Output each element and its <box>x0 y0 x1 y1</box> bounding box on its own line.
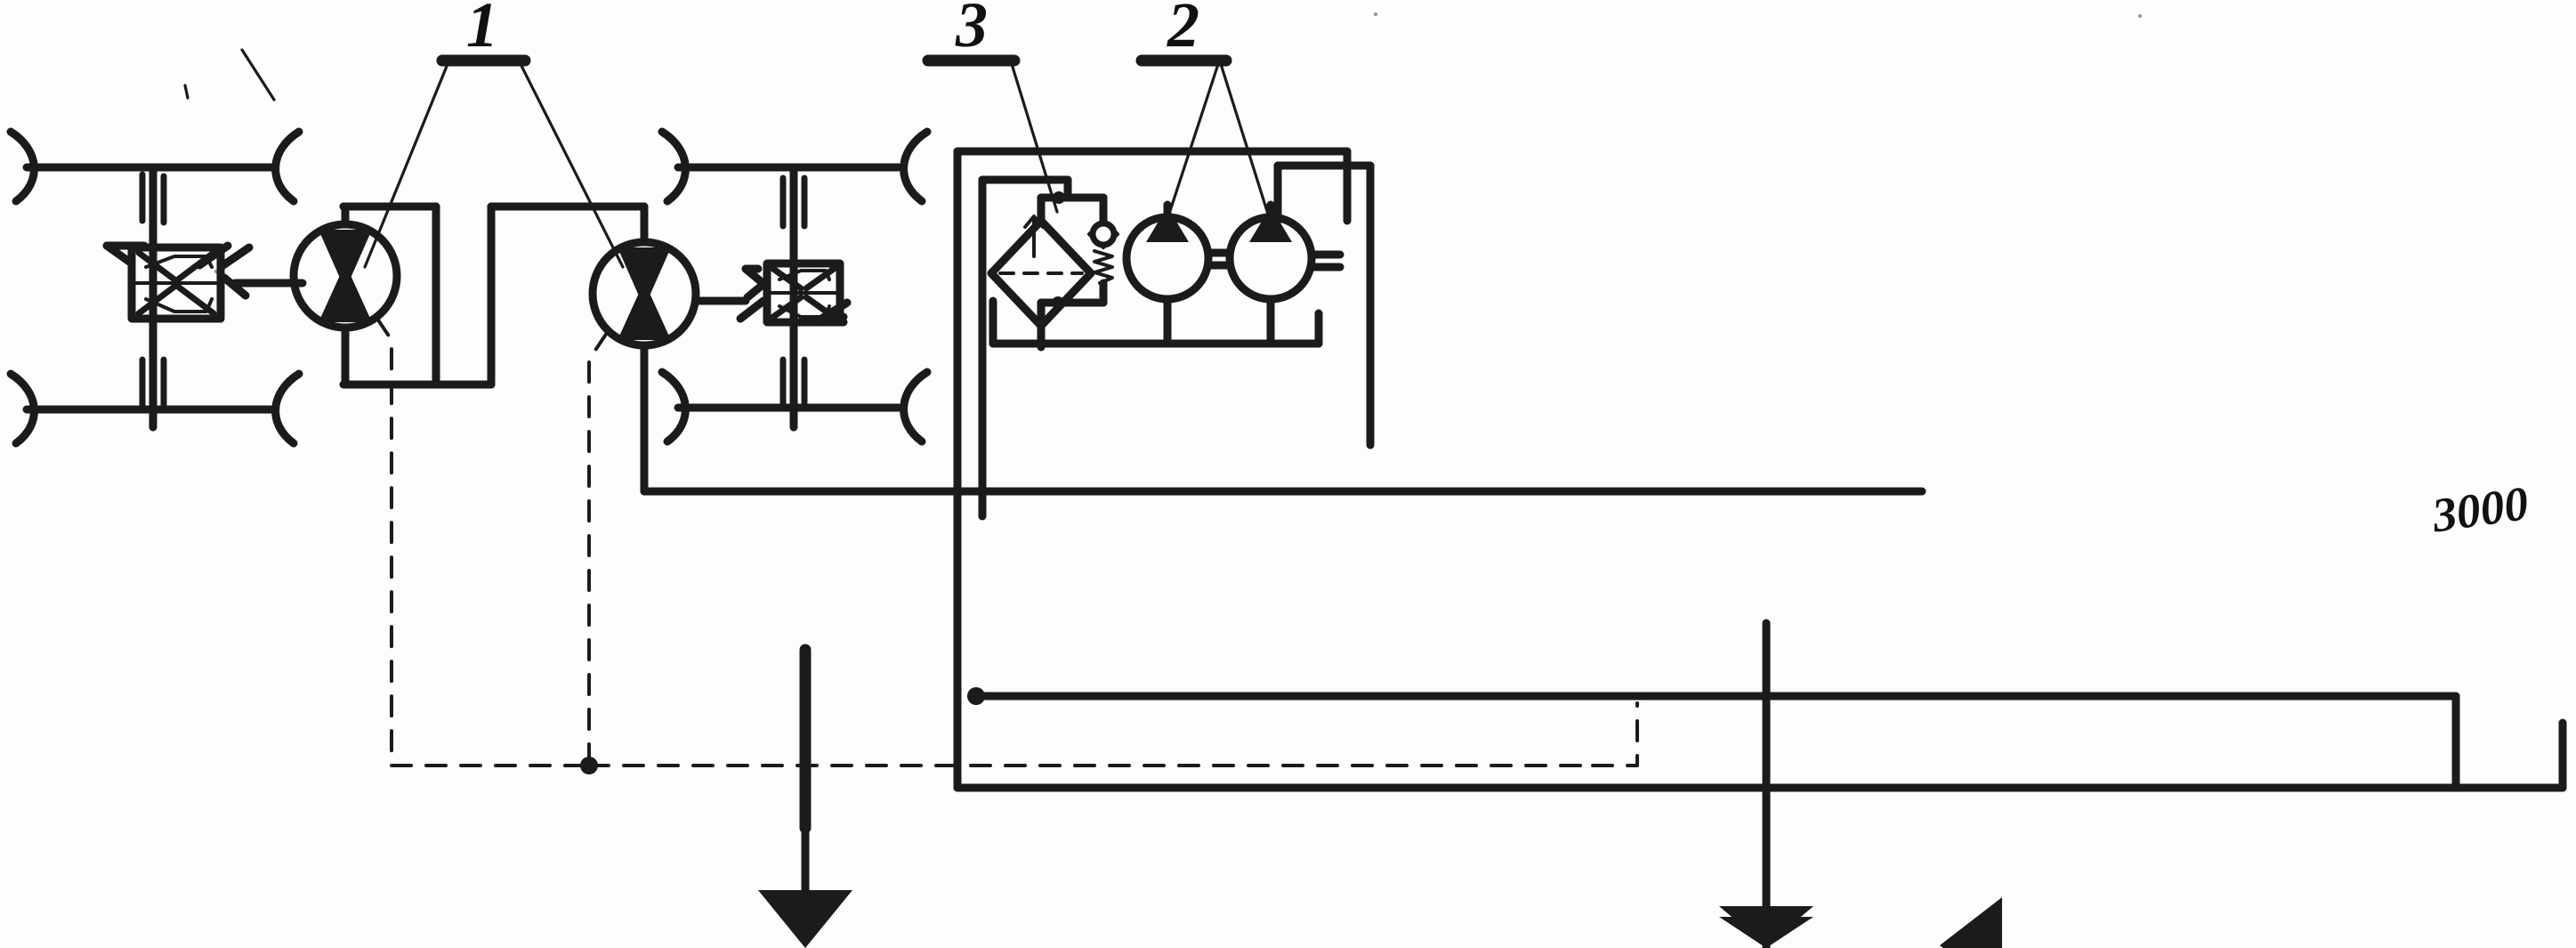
rear-axle-assembly <box>658 127 932 446</box>
rear-axle-upper <box>658 127 932 230</box>
pilot-drain-lines <box>375 317 1639 774</box>
main-pump <box>1225 200 1316 341</box>
pump-drive-shaft-stub <box>1307 250 1345 271</box>
callout-1-label: 1 <box>466 0 498 61</box>
pressure-note-label: 3000 <box>2428 476 2532 543</box>
left-gearbox <box>102 241 298 323</box>
tank-drain-left <box>758 644 852 948</box>
callout-2: 2 <box>1135 0 1272 224</box>
tank-return-right <box>1940 897 2002 948</box>
callout-3: 3 <box>922 0 1059 214</box>
right-gearbox <box>736 259 852 327</box>
charge-pump <box>1122 200 1213 341</box>
filter-bypass-valve <box>1087 193 1119 307</box>
scan-artifacts <box>183 12 2142 274</box>
left-motor-hose-loop <box>339 202 649 389</box>
callout-3-label: 3 <box>955 0 988 61</box>
rear-axle-lower <box>658 356 932 446</box>
callout-2-label: 2 <box>1167 0 1199 61</box>
front-axle-assembly <box>6 127 303 448</box>
return-filter <box>987 191 1108 352</box>
pump-coupling-shaft <box>1204 248 1234 270</box>
right-wheel-motor <box>588 220 700 496</box>
reservoir-frame <box>953 147 1375 792</box>
tank-drain-center <box>1719 619 1813 948</box>
left-wheel-motor <box>289 202 401 389</box>
callout-1: 1 <box>363 0 625 269</box>
circuit-piping <box>640 332 2567 792</box>
